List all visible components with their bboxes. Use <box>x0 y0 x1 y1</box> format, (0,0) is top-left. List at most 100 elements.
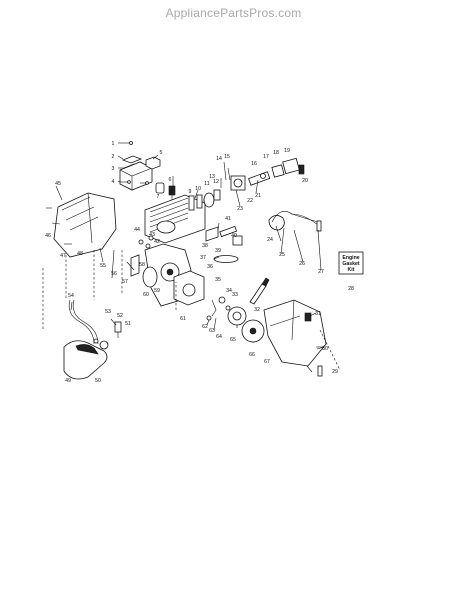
part-screws-4 <box>120 180 149 185</box>
callout-18: 18 <box>273 150 279 156</box>
callout-22: 22 <box>247 198 253 204</box>
callout-10: 10 <box>195 186 201 192</box>
callout-57: 57 <box>122 279 128 285</box>
callout-8: 8 <box>170 189 173 195</box>
part-gasket-9-10 <box>188 194 203 211</box>
part-crankcase-half-right <box>173 270 205 306</box>
part-shroud <box>53 192 117 258</box>
callout-4: 4 <box>112 179 115 185</box>
part-parts-33-35 <box>206 296 231 321</box>
callout-48: 48 <box>77 251 83 257</box>
callout-15: 15 <box>224 154 230 160</box>
callout-19: 19 <box>284 148 290 154</box>
callout-33: 33 <box>232 292 238 298</box>
callout-24: 24 <box>267 237 273 243</box>
callout-34: 34 <box>226 288 232 294</box>
callout-25: 25 <box>279 252 285 258</box>
callout-49: 49 <box>65 378 71 384</box>
callout-37: 37 <box>200 255 206 261</box>
part-starter-32 <box>249 277 270 305</box>
callout-43: 43 <box>149 232 155 238</box>
kit-box <box>338 251 364 275</box>
callout-30: 30 <box>322 346 328 352</box>
callout-13: 13 <box>209 174 215 180</box>
part-clutch-66 <box>241 319 265 343</box>
callout-59: 59 <box>154 288 160 294</box>
callout-23: 23 <box>237 206 243 212</box>
callout-63: 63 <box>209 328 215 334</box>
part-42-44 <box>138 235 154 249</box>
callout-11: 11 <box>204 181 209 187</box>
callout-41: 41 <box>225 216 231 222</box>
part-piston-38-40 <box>205 225 243 263</box>
callout-31: 31 <box>315 311 321 317</box>
callout-50: 50 <box>95 378 101 384</box>
callout-17: 17 <box>263 154 269 160</box>
part-coil-24 <box>268 211 322 232</box>
assembly-dashed-lines <box>42 250 341 371</box>
leader-lines <box>55 142 325 350</box>
callout-28: 28 <box>348 286 354 292</box>
part-gasket-5 <box>145 156 161 170</box>
callout-40: 40 <box>231 233 237 239</box>
callout-42: 42 <box>154 239 160 245</box>
callout-29: 29 <box>332 369 338 375</box>
site-watermark: AppliancePartsPros.com <box>165 6 302 20</box>
part-screw-1 <box>121 141 133 145</box>
callout-16: 16 <box>251 161 257 167</box>
part-flywheel-65 <box>227 306 247 326</box>
callout-2: 2 <box>112 154 115 160</box>
callout-36: 36 <box>207 264 213 270</box>
callout-12: 12 <box>213 179 219 185</box>
callout-61: 61 <box>180 316 186 322</box>
callout-26: 26 <box>299 261 305 267</box>
callout-66: 66 <box>249 352 255 358</box>
callout-56: 56 <box>111 271 117 277</box>
part-boot-7 <box>155 182 165 194</box>
callout-46: 46 <box>45 233 51 239</box>
callout-27: 27 <box>318 269 324 275</box>
part-insulator-11 <box>203 192 215 208</box>
callout-5: 5 <box>160 150 163 156</box>
callout-60: 60 <box>143 292 149 298</box>
callout-54: 54 <box>68 293 74 299</box>
callout-47: 47 <box>60 253 66 259</box>
callout-6: 6 <box>169 177 172 183</box>
part-fuel-tank <box>63 338 109 380</box>
part-12-13 <box>213 178 222 201</box>
part-fuel-pump-16-21 <box>248 171 271 186</box>
callout-1: 1 <box>112 141 115 147</box>
callout-53: 53 <box>105 309 111 315</box>
callout-62: 62 <box>202 324 208 330</box>
part-primer-52 <box>114 321 122 338</box>
part-carburetor <box>223 161 246 191</box>
callout-32: 32 <box>254 307 260 313</box>
callout-51: 51 <box>125 321 131 327</box>
callout-9: 9 <box>189 189 192 195</box>
part-screws-46-48 <box>46 207 72 245</box>
callout-39: 39 <box>215 248 221 254</box>
callout-20: 20 <box>302 178 308 184</box>
callout-21: 21 <box>255 193 261 199</box>
callout-65: 65 <box>230 337 236 343</box>
callout-44: 44 <box>134 227 140 233</box>
callout-52: 52 <box>117 313 123 319</box>
part-starter-housing <box>263 299 327 367</box>
callout-7: 7 <box>157 194 160 200</box>
part-57-58 <box>126 254 140 277</box>
callout-55: 55 <box>100 263 106 269</box>
kit-label-line3: Kit <box>348 267 355 273</box>
callout-38: 38 <box>202 243 208 249</box>
callout-14: 14 <box>216 156 222 162</box>
callout-35: 35 <box>215 277 221 283</box>
part-fuel-line-54 <box>68 299 99 345</box>
part-17-19 <box>271 157 305 178</box>
part-bolts-29-31 <box>304 312 324 377</box>
callout-67: 67 <box>264 359 270 365</box>
callout-64: 64 <box>216 334 222 340</box>
kit-label-line1: Engine <box>342 255 359 261</box>
callout-45: 45 <box>55 181 61 187</box>
callout-3: 3 <box>112 166 115 172</box>
